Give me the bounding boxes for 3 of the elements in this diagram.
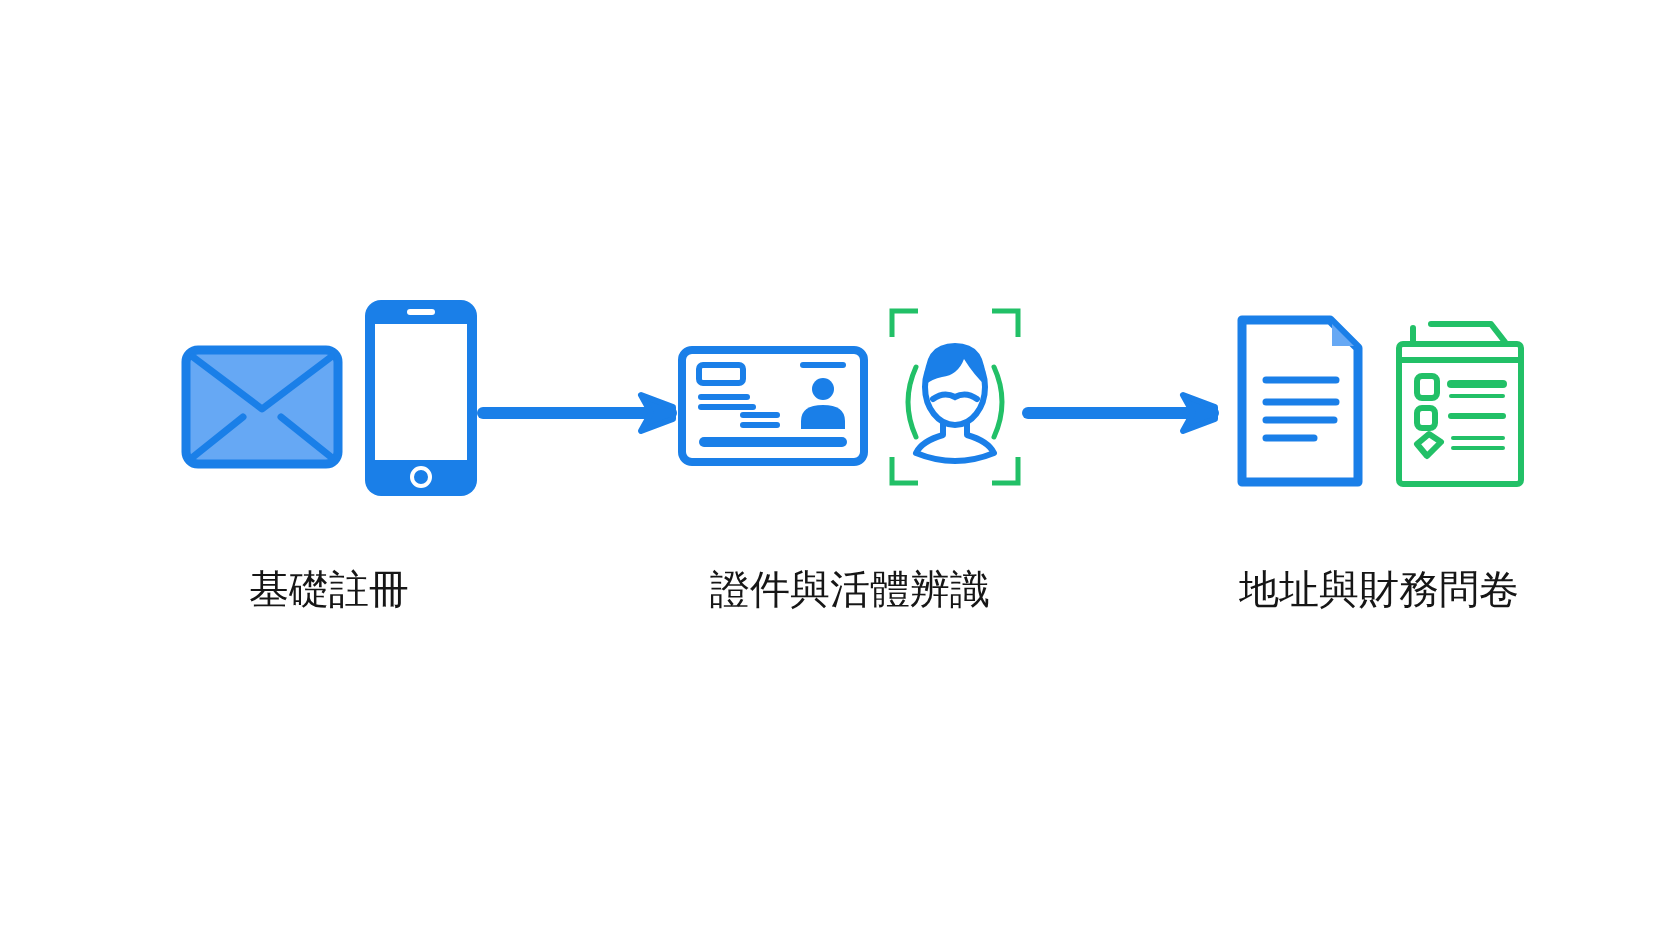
- step-label: 基礎註冊: [249, 566, 409, 612]
- step-label: 證件與活體辨識: [709, 566, 990, 612]
- step-label: 地址與財務問卷: [1239, 566, 1519, 612]
